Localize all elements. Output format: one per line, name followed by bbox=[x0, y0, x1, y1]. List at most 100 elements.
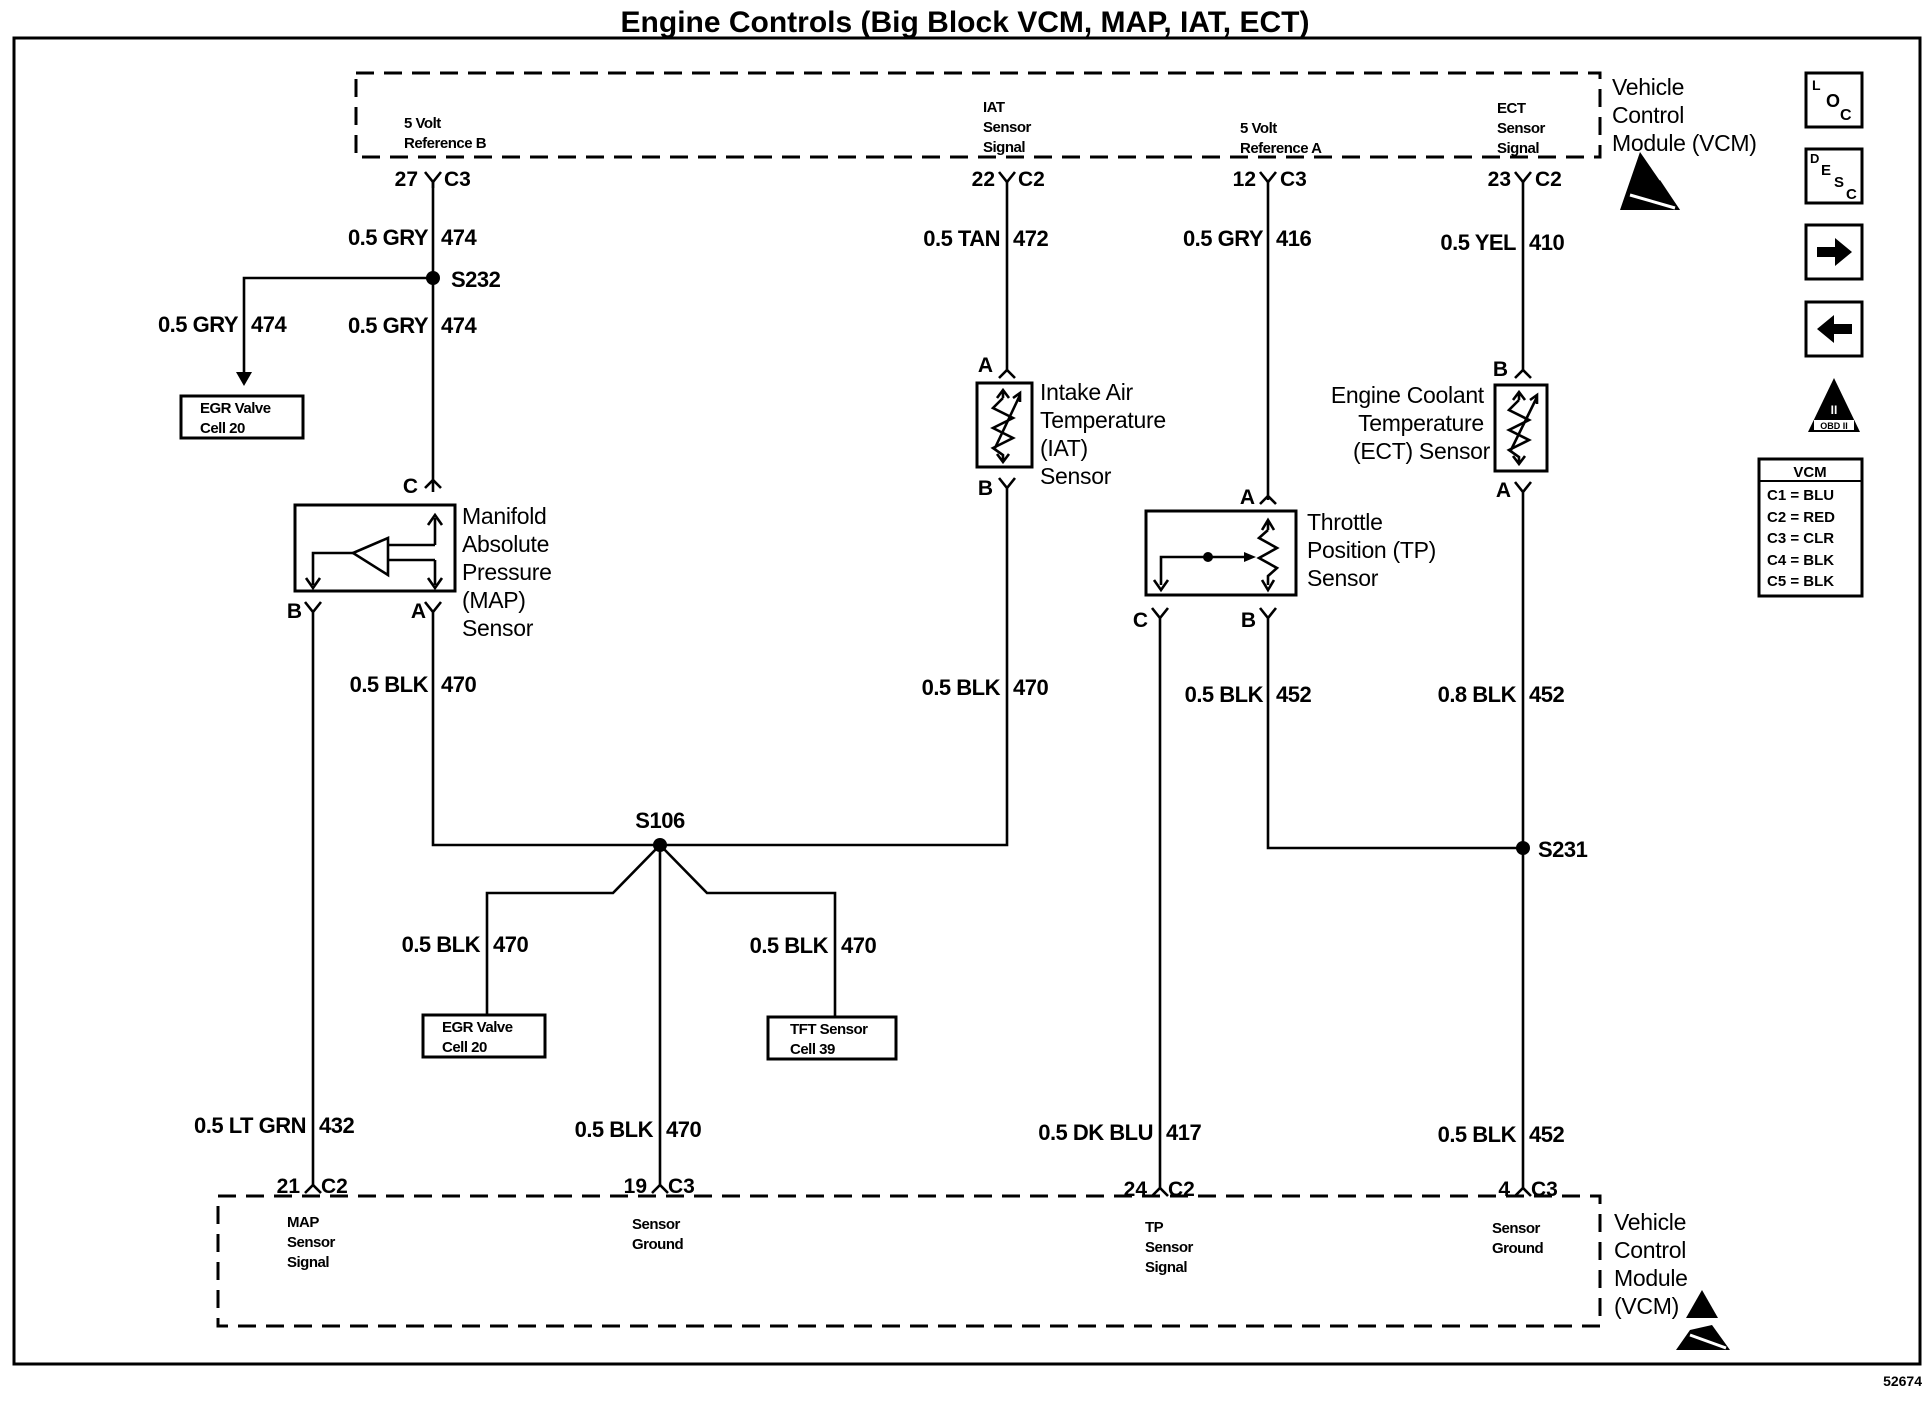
svg-text:C3: C3 bbox=[1531, 1178, 1558, 1201]
wire-470-tft bbox=[659, 844, 837, 1018]
vcm-bottom-terminal-label: MAP Sensor Signal bbox=[287, 1214, 339, 1271]
desc-button[interactable]: D E S C bbox=[1804, 147, 1864, 205]
wire-circuit-label: 432 bbox=[319, 1113, 354, 1138]
loc-button[interactable]: L O C bbox=[1804, 71, 1864, 129]
pin-number: 12 bbox=[1233, 168, 1256, 191]
svg-text:C2: C2 bbox=[1168, 1178, 1195, 1201]
vcm-top-terminal-label: 5 Volt Reference A bbox=[1240, 120, 1322, 157]
wire-color-label: 0.5 BLK bbox=[750, 933, 829, 958]
arrow-down-icon bbox=[236, 372, 252, 386]
connector-color-legend: VCM C1 = BLU C2 = RED C3 = CLR C4 = BLK … bbox=[1757, 457, 1864, 598]
svg-text:E: E bbox=[1821, 162, 1831, 179]
connector-id: C2 bbox=[1018, 168, 1045, 191]
tp-sensor: A Throttle Position (TP) Sensor C B bbox=[1133, 486, 1442, 632]
vcm-top-terminal-label: ECT Sensor Signal bbox=[1497, 100, 1549, 157]
tp-sensor-name: Throttle Position (TP) Sensor bbox=[1307, 509, 1442, 591]
wire-circuit-label: 416 bbox=[1276, 226, 1311, 251]
wire-circuit-label: 452 bbox=[1276, 682, 1311, 707]
svg-text:A: A bbox=[978, 354, 993, 377]
connector-id: C2 bbox=[1535, 168, 1562, 191]
svg-text:TFT Sensor Cell 39: TFT Sensor Cell 39 bbox=[790, 1021, 871, 1058]
svg-text:C: C bbox=[1133, 609, 1148, 632]
map-sensor: C Manifold Absolute Pressure (MAP) Senso… bbox=[287, 475, 558, 641]
vcm-bottom-terminal-label: TP Sensor Signal bbox=[1145, 1219, 1197, 1276]
svg-text:A: A bbox=[1240, 486, 1255, 509]
svg-text:A: A bbox=[411, 600, 426, 623]
wire-color-label: 0.5 LT GRN bbox=[194, 1113, 306, 1138]
svg-text:21: 21 bbox=[277, 1175, 301, 1198]
wire-color-label: 0.5 GRY bbox=[348, 225, 429, 250]
svg-text:VCM: VCM bbox=[1793, 464, 1826, 481]
map-sensor-name: Manifold Absolute Pressure (MAP) Sensor bbox=[462, 503, 558, 641]
esd-warning-icon bbox=[1676, 1290, 1730, 1350]
pin-number: 27 bbox=[395, 168, 418, 191]
vcm-top-terminal-label: 5 Volt Reference B bbox=[404, 115, 487, 152]
wire-color-label: 0.5 GRY bbox=[158, 312, 239, 337]
previous-page-button[interactable] bbox=[1804, 300, 1864, 358]
obd-ii-icon: II OBD II bbox=[1808, 378, 1860, 432]
wire-circuit-label: 470 bbox=[441, 672, 476, 697]
wire-474-egr-branch bbox=[242, 276, 433, 375]
wire-color-label: 0.5 TAN bbox=[923, 226, 1000, 251]
vcm-bottom-terminal-label: Sensor Ground bbox=[632, 1216, 684, 1253]
vcm-top-terminal-label: IAT Sensor Signal bbox=[983, 99, 1035, 156]
svg-text:B: B bbox=[1493, 358, 1508, 381]
vcm-top-module: Vehicle Control Module (VCM) 5 Volt Refe… bbox=[354, 71, 1757, 210]
splice-s232 bbox=[426, 271, 440, 285]
reference-tft-sensor[interactable]: TFT Sensor Cell 39 bbox=[766, 1015, 898, 1061]
wire-color-label: 0.5 GRY bbox=[348, 313, 429, 338]
vcm-top-name: Vehicle Control Module (VCM) bbox=[1612, 74, 1757, 156]
pin-number: 23 bbox=[1488, 168, 1511, 191]
svg-text:B: B bbox=[978, 477, 993, 500]
splice-label: S232 bbox=[451, 267, 501, 292]
wire-color-label: 0.5 YEL bbox=[1440, 230, 1516, 255]
svg-text:OBD II: OBD II bbox=[1820, 421, 1848, 431]
next-page-button[interactable] bbox=[1804, 223, 1864, 281]
svg-text:C: C bbox=[1840, 107, 1852, 124]
vcm-bottom-module: 21 C2 19 C3 24 C2 4 C3 MAP Sensor Signal… bbox=[216, 1175, 1730, 1350]
svg-text:B: B bbox=[287, 600, 302, 623]
svg-text:19: 19 bbox=[624, 1175, 647, 1198]
svg-text:C: C bbox=[1846, 186, 1857, 203]
svg-text:EGR Valve Cell 20: EGR Valve Cell 20 bbox=[200, 400, 274, 437]
wire-circuit-label: 474 bbox=[251, 312, 287, 337]
svg-text:C3 = CLR: C3 = CLR bbox=[1767, 530, 1834, 547]
reference-egr-valve-bottom[interactable]: EGR Valve Cell 20 bbox=[421, 1013, 547, 1059]
wire-470 bbox=[431, 496, 1009, 847]
svg-text:C2: C2 bbox=[321, 1175, 348, 1198]
wire-circuit-label: 410 bbox=[1529, 230, 1564, 255]
vcm-bottom-name: Vehicle Control Module (VCM) bbox=[1614, 1209, 1694, 1319]
pin-number: 22 bbox=[972, 168, 995, 191]
svg-text:S: S bbox=[1834, 174, 1844, 191]
connector-id: C3 bbox=[1280, 168, 1307, 191]
diagram-frame bbox=[12, 36, 1922, 1366]
ect-sensor-name: Engine Coolant Temperature (ECT) Sensor bbox=[1331, 382, 1491, 464]
wire-circuit-label: 452 bbox=[1529, 682, 1564, 707]
svg-text:C5 = BLK: C5 = BLK bbox=[1767, 573, 1834, 590]
wire-color-label: 0.5 BLK bbox=[402, 932, 481, 957]
wire-color-label: 0.5 DK BLU bbox=[1038, 1120, 1153, 1145]
svg-text:A: A bbox=[1496, 479, 1511, 502]
wire-circuit-label: 470 bbox=[493, 932, 528, 957]
svg-text:C1 = BLU: C1 = BLU bbox=[1767, 487, 1834, 504]
reference-egr-valve-top[interactable]: EGR Valve Cell 20 bbox=[179, 394, 305, 440]
wire-color-label: 0.8 BLK bbox=[1438, 682, 1517, 707]
wire-circuit-label: 470 bbox=[841, 933, 876, 958]
vcm-bottom-terminal-label: Sensor Ground bbox=[1492, 1220, 1544, 1257]
left-arrow-icon bbox=[1817, 315, 1852, 343]
wire-color-label: 0.5 BLK bbox=[350, 672, 429, 697]
desc-icon: D bbox=[1810, 151, 1819, 166]
wire-color-label: 0.5 BLK bbox=[922, 675, 1001, 700]
svg-text:EGR Valve Cell 20: EGR Valve Cell 20 bbox=[442, 1019, 516, 1056]
iat-sensor: A Intake Air Temperature (IAT) Sensor B bbox=[975, 354, 1166, 500]
right-arrow-icon bbox=[1817, 238, 1852, 266]
wire-452-tp bbox=[1266, 626, 1523, 850]
splice-s231 bbox=[1516, 841, 1530, 855]
svg-text:O: O bbox=[1826, 91, 1840, 111]
wire-circuit-label: 472 bbox=[1013, 226, 1048, 251]
wire-color-label: 0.5 GRY bbox=[1183, 226, 1264, 251]
figure-number: 52674 bbox=[1883, 1373, 1922, 1389]
wire-color-label: 0.5 BLK bbox=[1438, 1122, 1517, 1147]
svg-text:B: B bbox=[1241, 609, 1256, 632]
